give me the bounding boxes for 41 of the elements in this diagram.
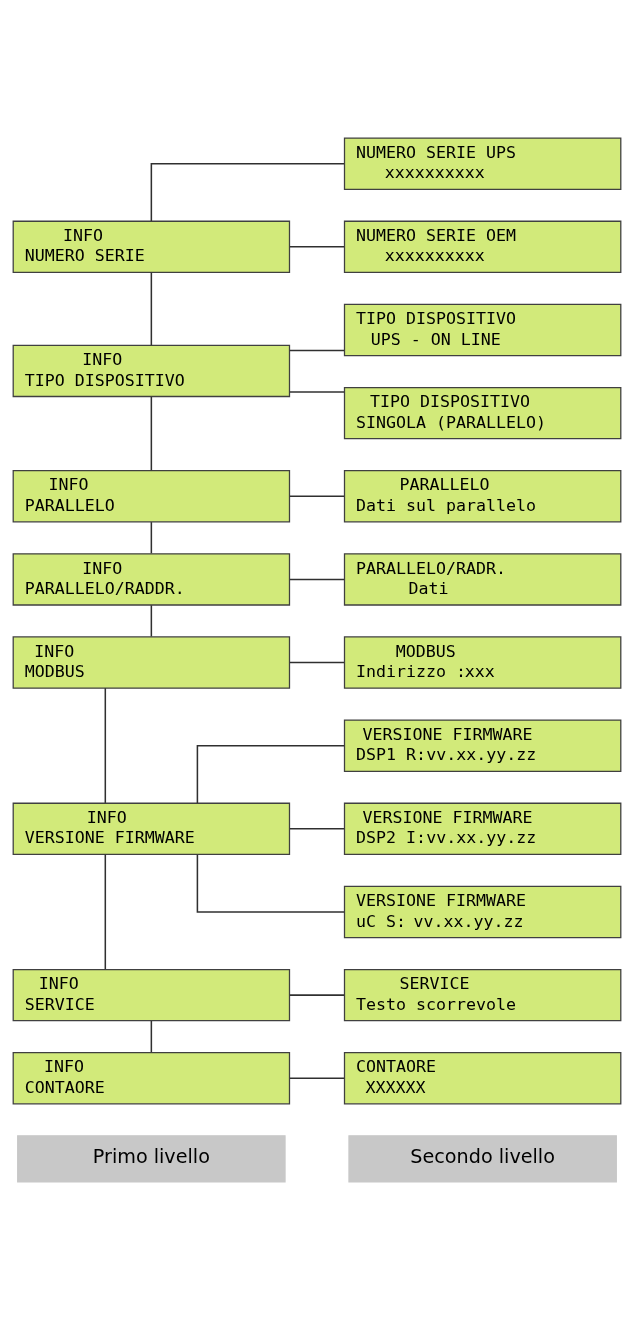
connector <box>150 395 153 471</box>
connector <box>150 604 153 637</box>
node-box: INFO PARALLELO/RADDR. <box>12 552 291 606</box>
connector <box>289 827 345 830</box>
node-box: TIPO DISPOSITIVO SINGOLA (PARALLELO) <box>343 386 622 439</box>
node-box: INFO TIPO DISPOSITIVO <box>12 344 291 397</box>
node-box: VERSIONE FIRMWARE DSP2 I:vv.xx.yy.zz <box>343 802 622 855</box>
node-box: Primo livello <box>17 1134 286 1183</box>
node-box: INFO SERVICE <box>12 968 291 1021</box>
connector <box>104 853 107 970</box>
connector <box>289 245 345 248</box>
connector <box>289 578 345 580</box>
node-box: TIPO DISPOSITIVO UPS - ON LINE <box>343 303 622 356</box>
node-box: MODBUS Indirizzo :xxx <box>343 635 622 689</box>
node-box: SERVICE Testo scorrevole <box>343 968 622 1021</box>
connector <box>289 993 345 996</box>
connector <box>289 1077 345 1079</box>
connector <box>104 686 107 804</box>
node-box: PARALLELO Dati sul parallelo <box>343 469 622 522</box>
node-box: PARALLELO/RADR. Dati <box>343 552 622 606</box>
node-box: INFO VERSIONE FIRMWARE <box>12 802 291 855</box>
node-box: INFO PARALLELO <box>12 469 291 522</box>
node-box: Secondo livello <box>348 1134 617 1183</box>
node-box: VERSIONE FIRMWARE DSP1 R:vv.xx.yy.zz <box>343 719 622 772</box>
connector <box>150 1019 153 1053</box>
node-box: NUMERO SERIE OEM xxxxxxxxxx <box>343 220 622 273</box>
node-box: NUMERO SERIE UPS xxxxxxxxxx <box>343 137 622 190</box>
node-box: INFO NUMERO SERIE <box>12 220 291 273</box>
connector <box>196 744 345 804</box>
node-box: INFO MODBUS <box>12 635 291 689</box>
connector <box>150 271 153 346</box>
node-box: INFO CONTAORE <box>12 1051 291 1104</box>
connector <box>289 349 345 351</box>
node-box: VERSIONE FIRMWARE uC S: vv.xx.yy.zz <box>343 885 622 938</box>
connector <box>289 495 345 497</box>
connector <box>289 661 345 663</box>
node-box: CONTAORE XXXXXX <box>343 1051 622 1104</box>
connector <box>150 520 153 554</box>
connector <box>150 162 345 222</box>
connector <box>289 390 345 393</box>
connector <box>196 853 345 913</box>
